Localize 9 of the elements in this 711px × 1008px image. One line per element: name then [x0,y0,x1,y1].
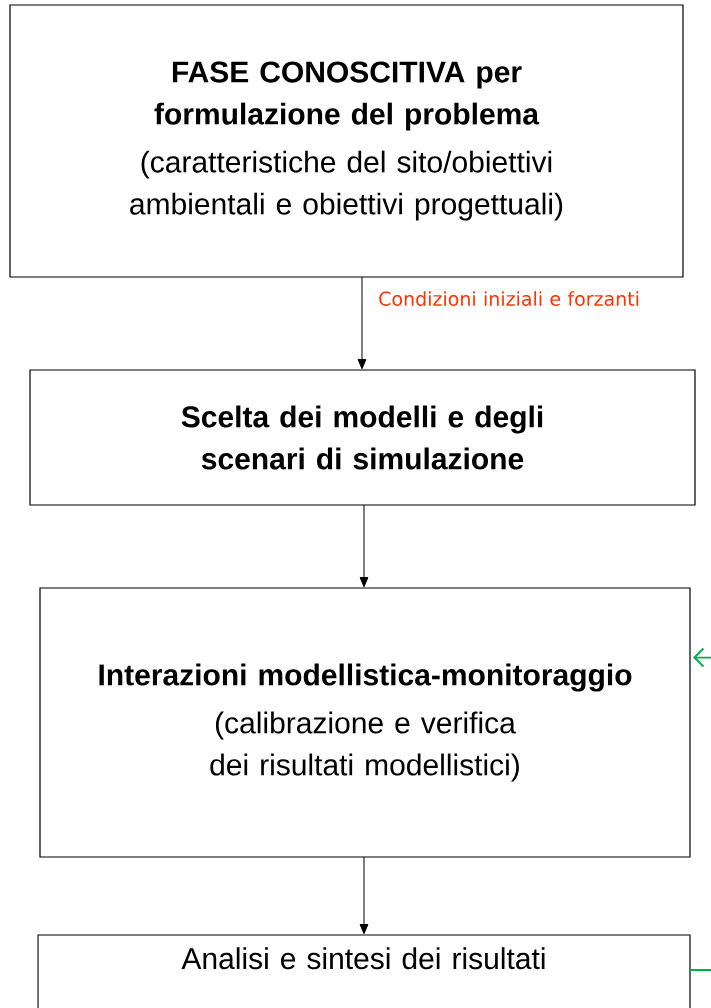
arrow [359,856,369,935]
arrow [359,504,369,588]
process-box: Analisi e sintesi dei risultati [37,934,691,1008]
edge-label: Condizioni iniziali e forzanti [379,291,639,306]
process-box: Scelta dei modelli e degli scenari di simulazione [29,369,696,506]
process-box: Interazioni modellistica-monitoraggio (calibrazione e verifica dei risultati modellistici) [39,587,691,858]
process-box: FASE CONOSCITIVA per formulazione del problema (caratteristiche del sito/obiettivi ambientali e obiettivi progettuali) [9,4,684,278]
feedback-arrow [689,647,711,971]
arrow [357,276,367,370]
